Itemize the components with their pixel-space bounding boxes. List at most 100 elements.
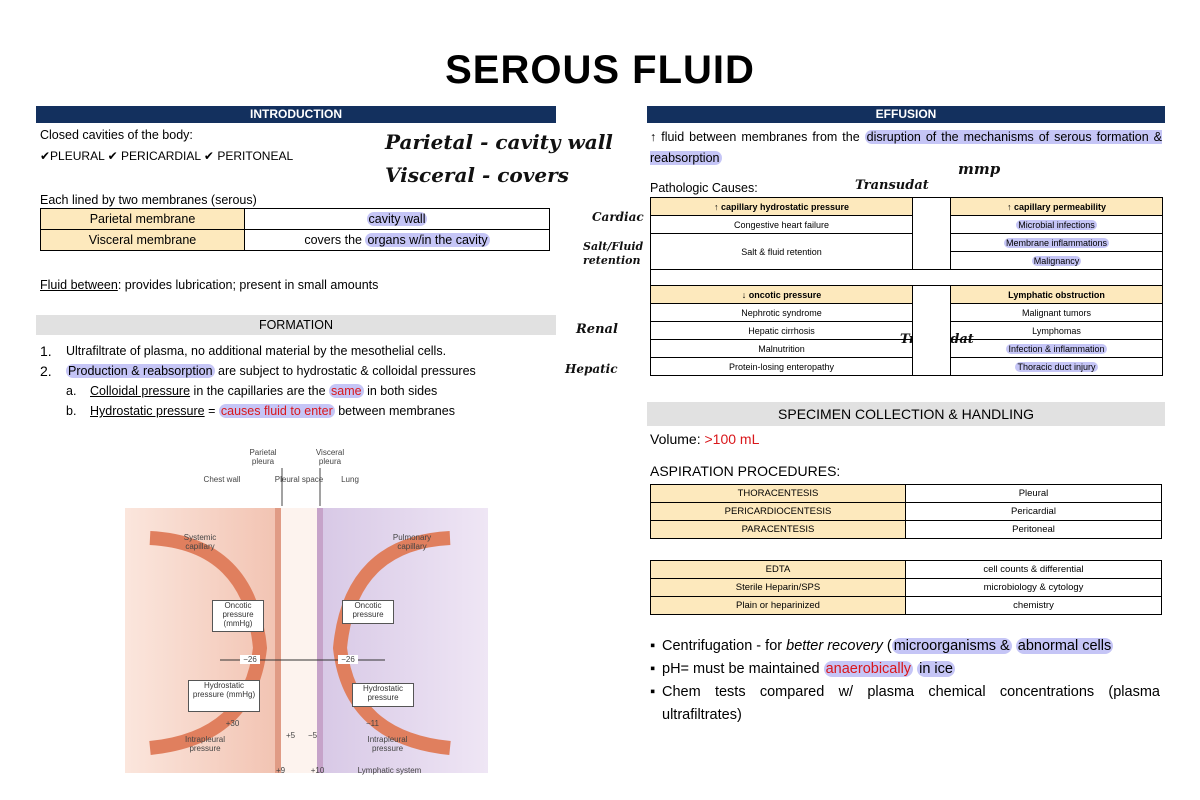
- parietal-pleura-label: Parietal pleura: [249, 448, 277, 466]
- hydrostatic-highlight: causes fluid to enter: [218, 404, 335, 418]
- handwritten-salt-note: Salt/Fluid retention: [583, 240, 644, 267]
- effusion-definition-prefix: ↑ fluid between membranes from the: [650, 130, 865, 144]
- cause-group-header: ↑ capillary permeability: [950, 197, 1163, 216]
- intrapleural-pressure-right: Intrapleural pressure: [367, 735, 408, 753]
- chest-wall-label: Chest wall: [203, 475, 241, 484]
- systemic-capillary-label: Systemic capillary: [183, 533, 217, 551]
- cause-item: Thoracic duct injury: [950, 357, 1163, 376]
- bullet-text: (: [882, 638, 892, 654]
- subitem-marker: b.: [66, 404, 77, 418]
- procedure-site: Pericardial: [905, 502, 1162, 521]
- membrane-desc-highlight: organs w/in the cavity: [365, 233, 490, 247]
- cause-item: Microbial infections: [950, 215, 1163, 234]
- procedure-name: PARACENTESIS: [650, 520, 906, 539]
- membrane-name: Parietal membrane: [40, 208, 245, 230]
- table-row: ↑ capillary hydrostatic pressure ↑ capil…: [650, 197, 1163, 270]
- bullet-text: pH= must be maintained: [662, 661, 824, 677]
- cause-group-header: Lymphatic obstruction: [950, 285, 1163, 304]
- cause-item-highlight: Membrane inflammations: [1003, 237, 1110, 248]
- plus9-value: +9: [275, 766, 286, 775]
- tube-use: cell counts & differential: [905, 560, 1162, 579]
- pathologic-causes-label: Pathologic Causes:: [650, 181, 758, 195]
- effusion-definition: ↑ fluid between membranes from the disru…: [650, 127, 1163, 169]
- lung-label: Lung: [341, 475, 359, 484]
- colloidal-end: in both sides: [363, 384, 438, 398]
- table-row: [650, 269, 1163, 286]
- cause-item: Infection & inflammation: [950, 339, 1163, 358]
- bullet-highlight: anaerobically: [823, 661, 914, 677]
- cause-item: Malignant tumors: [950, 303, 1163, 322]
- subitem-marker: a.: [66, 384, 77, 398]
- membrane-desc-prefix: covers the: [304, 233, 366, 247]
- table-row: Salt & fluid retention Membrane inflamma…: [650, 233, 1163, 270]
- membrane-desc: cavity wall: [244, 208, 550, 230]
- fluid-between-label: Fluid between: [40, 278, 118, 292]
- plus10-value: +10: [310, 766, 325, 775]
- membrane-desc-highlight: cavity wall: [366, 212, 428, 226]
- formation-item-1-text: Ultrafiltrate of plasma, no additional m…: [66, 344, 447, 358]
- formation-item-2: 2. Production & reabsorption are subject…: [40, 361, 550, 381]
- handwritten-hepatic-note: Hepatic: [565, 362, 618, 376]
- lymphatic-system-label: Lymphatic system: [357, 766, 422, 775]
- table-row: Nephrotic syndrome Malignant tumors: [650, 303, 1163, 322]
- hydrostatic-pressure-box-right: Hydrostatic pressure: [352, 683, 414, 707]
- table-spacer: [912, 197, 951, 270]
- page-title: SEROUS FLUID: [445, 48, 755, 92]
- procedure-name: THORACENTESIS: [650, 484, 906, 503]
- colloidal-same: same: [329, 384, 364, 398]
- pulmonary-capillary-label: Pulmonary capillary: [392, 533, 432, 551]
- handwritten-visceral-note: Visceral - covers: [385, 163, 569, 187]
- handwritten-renal-note: Renal: [576, 322, 618, 337]
- bullet-highlight: in ice: [917, 661, 955, 677]
- item-number: 2.: [40, 363, 52, 379]
- plus5-value: +5: [285, 731, 296, 740]
- colloidal-mid: in the capillaries are the: [190, 384, 330, 398]
- bullet-ph: pH= must be maintained anaerobically in …: [650, 658, 1160, 681]
- cause-item-highlight: Infection & inflammation: [1006, 343, 1107, 354]
- table-row: Protein-losing enteropathy Thoracic duct…: [650, 357, 1163, 376]
- membrane-name: Visceral membrane: [40, 229, 245, 251]
- volume-line: Volume: >100 mL: [650, 430, 759, 448]
- hydrostatic-pressure-box-left: Hydrostatic pressure (mmHg): [188, 680, 260, 712]
- specimen-bullets: Centrifugation - for better recovery (mi…: [650, 635, 1160, 727]
- bullet-highlight: abnormal cells: [1015, 638, 1114, 654]
- cause-item: Malignancy: [950, 251, 1163, 270]
- formation-item-2-text: are subject to hydrostatic & colloidal p…: [214, 364, 476, 378]
- cause-group-header: ↓ oncotic pressure: [650, 285, 913, 304]
- intro-cavities-line: Closed cavities of the body:: [40, 128, 193, 142]
- bullet-text: Centrifugation - for: [662, 638, 787, 654]
- aspiration-label: ASPIRATION PROCEDURES:: [650, 463, 841, 479]
- cause-group-header: ↑ capillary hydrostatic pressure: [650, 197, 913, 216]
- tube-use: chemistry: [905, 596, 1162, 615]
- handwritten-transudate-note: Transudat: [855, 178, 929, 193]
- formation-header: FORMATION: [36, 315, 556, 335]
- membrane-desc: covers the organs w/in the cavity: [244, 229, 550, 251]
- hydrostatic-eq: =: [204, 404, 219, 418]
- tube-name: Plain or heparinized: [650, 596, 906, 615]
- effusion-header: EFFUSION: [647, 106, 1165, 123]
- colloidal-label: Colloidal pressure: [90, 384, 191, 398]
- pleural-space-label: Pleural space: [274, 475, 324, 484]
- procedure-name: PERICARDIOCENTESIS: [650, 502, 906, 521]
- table-row: Visceral membrane covers the organs w/in…: [40, 229, 550, 251]
- cause-item-highlight: Thoracic duct injury: [1015, 361, 1098, 372]
- specimen-header: SPECIMEN COLLECTION & HANDLING: [647, 402, 1165, 426]
- cause-item: Nephrotic syndrome: [650, 303, 913, 322]
- table-row: Hepatic cirrhosis Lymphomas: [650, 321, 1163, 340]
- fluid-between-line: Fluid between: provides lubrication; pre…: [40, 277, 378, 294]
- formation-subitem-b: b. Hydrostatic pressure = causes fluid t…: [40, 401, 550, 421]
- figure-background: [125, 468, 488, 773]
- table-row: ↓ oncotic pressure Lymphatic obstruction: [650, 285, 1163, 376]
- volume-value: >100 mL: [704, 431, 760, 447]
- intro-cavities-list: ✔PLEURAL ✔ PERICARDIAL ✔ PERITONEAL: [40, 149, 294, 163]
- bullet-italic: better recovery: [786, 638, 883, 654]
- oncotic-pressure-box-left: Oncotic pressure (mmHg): [212, 600, 264, 632]
- cause-item: Membrane inflammations: [950, 233, 1163, 252]
- tube-name: EDTA: [650, 560, 906, 579]
- procedure-site: Peritoneal: [905, 520, 1162, 539]
